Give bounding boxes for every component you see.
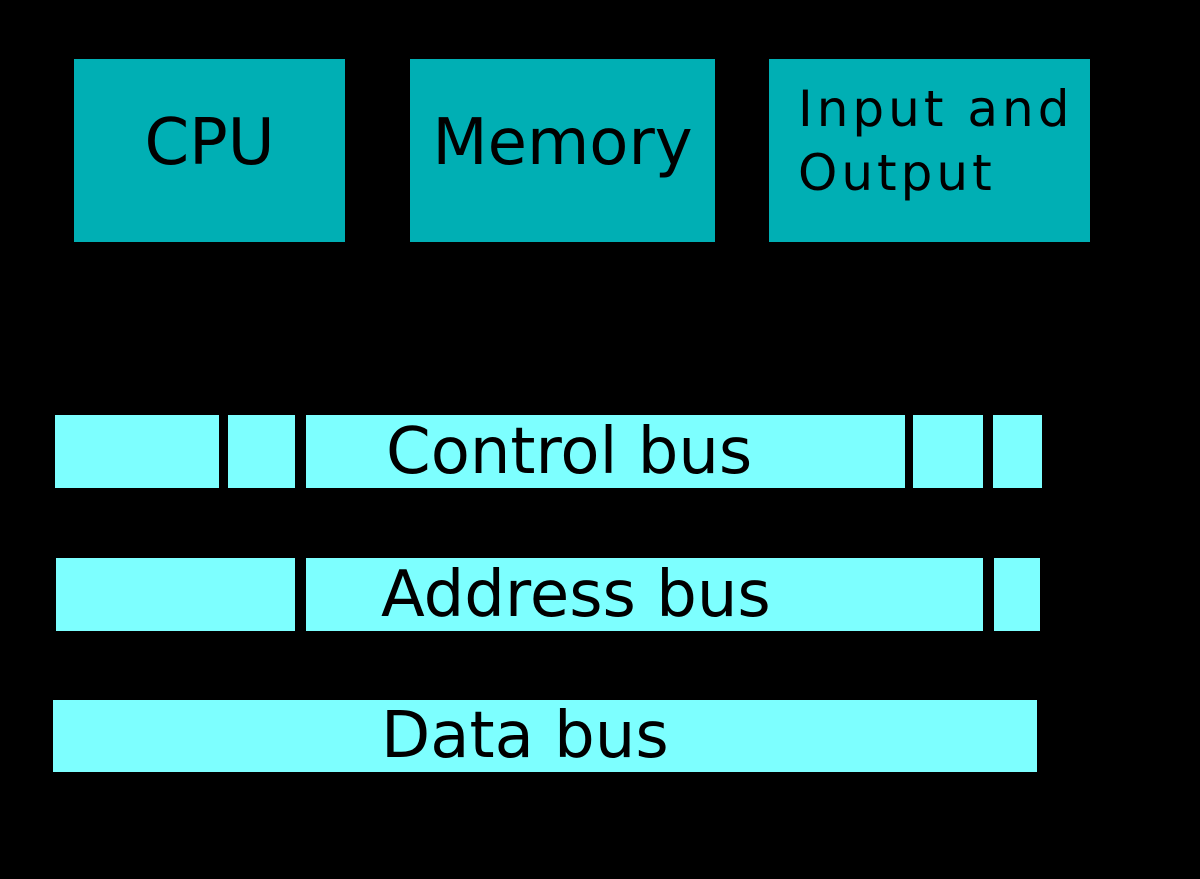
address-bus-segment — [306, 558, 983, 631]
data-bus-segment — [53, 700, 1037, 772]
control-bus-segment — [993, 415, 1042, 488]
control-bus-segment — [913, 415, 983, 488]
address-bus-segment — [56, 558, 295, 631]
input-output-label-line2: Output — [798, 144, 996, 202]
control-bus-segment — [306, 415, 905, 488]
address-bus-label: Address bus — [381, 557, 771, 632]
data-bus-label: Data bus — [381, 699, 669, 773]
control-bus-segment — [228, 415, 295, 488]
memory-label: Memory — [432, 105, 693, 180]
cpu-label: CPU — [144, 105, 275, 180]
input-output-label: Input and Output — [798, 77, 1073, 205]
address-bus-segment — [994, 558, 1040, 631]
input-output-label-line1: Input and — [798, 80, 1074, 138]
control-bus-label: Control bus — [386, 414, 753, 489]
control-bus-segment — [55, 415, 219, 488]
memory-box: Memory — [410, 59, 715, 242]
input-output-box: Input and Output — [769, 59, 1090, 242]
cpu-box: CPU — [74, 59, 345, 242]
